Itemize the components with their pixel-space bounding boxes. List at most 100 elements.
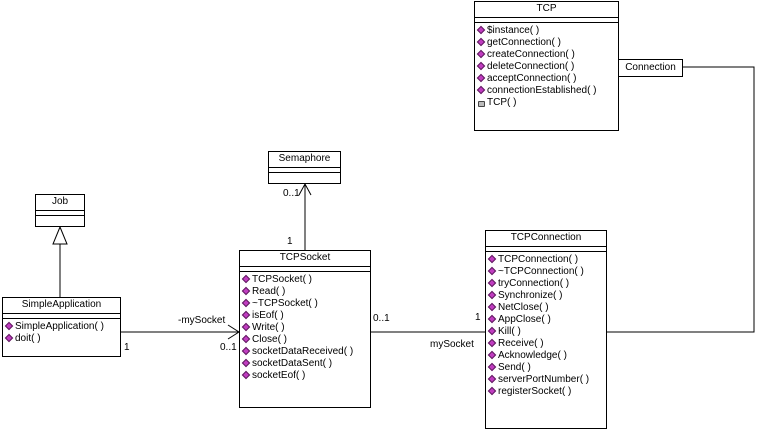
public-method-icon	[487, 362, 497, 372]
public-method-icon	[487, 314, 497, 324]
operation-label: socketDataReceived( )	[252, 346, 354, 357]
public-method-icon	[241, 358, 251, 368]
operation-item: socketEof( )	[241, 370, 370, 382]
socket-connection-multiplicity-left: 0..1	[373, 313, 390, 324]
semaphore-multiplicity-top: 0..1	[283, 188, 300, 199]
socket-connection-role-label: mySocket	[430, 339, 474, 350]
operation-label: TCPConnection( )	[498, 254, 579, 265]
operation-item: connectionEstablished( )	[476, 85, 618, 97]
class-name: Semaphore	[269, 152, 340, 168]
operation-item: ~TCPConnection( )	[487, 266, 606, 278]
operation-item: deleteConnection( )	[476, 61, 618, 73]
operations-compartment: TCPSocket( )Read( )~TCPSocket( )isEof( )…	[240, 272, 370, 382]
public-method-icon	[241, 310, 251, 320]
operation-item: TCP( )	[477, 97, 618, 109]
class-name: TCP	[475, 2, 618, 18]
operation-label: doit( )	[15, 333, 41, 344]
public-method-icon	[241, 286, 251, 296]
semaphore-arrowhead	[298, 182, 312, 196]
generalization-arrowhead	[52, 225, 68, 245]
operation-item: registerSocket( )	[487, 386, 606, 398]
attributes-compartment	[36, 211, 84, 216]
connection-note[interactable]: Connection	[618, 59, 683, 77]
class-tcp-socket[interactable]: TCPSocket TCPSocket( )Read( )~TCPSocket(…	[239, 250, 371, 408]
app-multiplicity-label: 1	[124, 342, 130, 353]
class-simple-application[interactable]: SimpleApplication SimpleApplication( )do…	[2, 297, 121, 357]
public-method-icon	[476, 61, 486, 71]
attributes-compartment	[269, 168, 340, 173]
public-method-icon	[476, 49, 486, 59]
attributes-compartment	[475, 18, 618, 23]
operation-item: tryConnection( )	[487, 278, 606, 290]
operation-label: Close( )	[252, 334, 288, 345]
operation-item: Send( )	[487, 362, 606, 374]
operation-label: ~TCPSocket( )	[252, 298, 318, 309]
app-socket-role-label: -mySocket	[178, 315, 226, 326]
operation-label: TCP( )	[487, 97, 517, 108]
operation-item: SimpleApplication( )	[4, 321, 120, 333]
class-job[interactable]: Job	[35, 194, 85, 227]
operation-item: Write( )	[241, 322, 370, 334]
operation-item: getConnection( )	[476, 37, 618, 49]
operation-item: socketDataReceived( )	[241, 346, 370, 358]
operation-label: Acknowledge( )	[498, 350, 567, 361]
public-method-icon	[487, 290, 497, 300]
operation-item: ~TCPSocket( )	[241, 298, 370, 310]
operation-label: connectionEstablished( )	[487, 85, 597, 96]
operation-item: TCPSocket( )	[241, 274, 370, 286]
operation-item: Close( )	[241, 334, 370, 346]
socket-target-multiplicity-label: 0..1	[220, 342, 237, 353]
public-method-icon	[241, 370, 251, 380]
public-method-icon	[487, 278, 497, 288]
operation-label: createConnection( )	[487, 49, 575, 60]
public-method-icon	[476, 85, 486, 95]
class-name: SimpleApplication	[3, 298, 120, 314]
operation-item: $instance( )	[476, 25, 618, 37]
operation-label: Receive( )	[498, 338, 544, 349]
public-method-icon	[241, 298, 251, 308]
operation-item: NetClose( )	[487, 302, 606, 314]
public-method-icon	[487, 302, 497, 312]
attributes-compartment	[240, 267, 370, 272]
operation-item: socketDataSent( )	[241, 358, 370, 370]
operation-label: SimpleApplication( )	[15, 321, 104, 332]
public-method-icon	[487, 338, 497, 348]
public-method-icon	[487, 266, 497, 276]
public-method-icon	[487, 374, 497, 384]
protected-method-icon	[478, 101, 485, 107]
public-method-icon	[476, 73, 486, 83]
class-semaphore[interactable]: Semaphore	[268, 151, 341, 184]
socket-connection-multiplicity-right: 1	[475, 312, 481, 323]
class-name: Job	[36, 195, 84, 211]
public-method-icon	[487, 326, 497, 336]
class-name: TCPSocket	[240, 251, 370, 267]
operation-item: doit( )	[4, 333, 120, 345]
operation-label: $instance( )	[487, 25, 540, 36]
operation-label: socketEof( )	[252, 370, 306, 381]
operation-label: registerSocket( )	[498, 386, 572, 397]
operation-label: Kill( )	[498, 326, 521, 337]
operation-label: socketDataSent( )	[252, 358, 333, 369]
class-tcp[interactable]: TCP $instance( )getConnection( )createCo…	[474, 1, 619, 131]
class-tcp-connection[interactable]: TCPConnection TCPConnection( )~TCPConnec…	[485, 230, 607, 429]
semaphore-multiplicity-bottom: 1	[287, 236, 293, 247]
operation-item: createConnection( )	[476, 49, 618, 61]
public-method-icon	[4, 333, 14, 343]
public-method-icon	[241, 346, 251, 356]
operation-label: isEof( )	[252, 310, 284, 321]
operation-item: serverPortNumber( )	[487, 374, 606, 386]
operation-item: Acknowledge( )	[487, 350, 606, 362]
connection-link-line	[606, 66, 755, 333]
operation-label: serverPortNumber( )	[498, 374, 590, 385]
operation-label: Write( )	[252, 322, 285, 333]
connection-note-label: Connection	[625, 62, 676, 73]
operation-item: Kill( )	[487, 326, 606, 338]
public-method-icon	[241, 334, 251, 344]
operations-compartment: TCPConnection( )~TCPConnection( )tryConn…	[486, 252, 606, 398]
operations-compartment: $instance( )getConnection( )createConnec…	[475, 23, 618, 109]
operation-label: AppClose( )	[498, 314, 551, 325]
public-method-icon	[487, 350, 497, 360]
operation-label: tryConnection( )	[498, 278, 570, 289]
public-method-icon	[487, 386, 497, 396]
